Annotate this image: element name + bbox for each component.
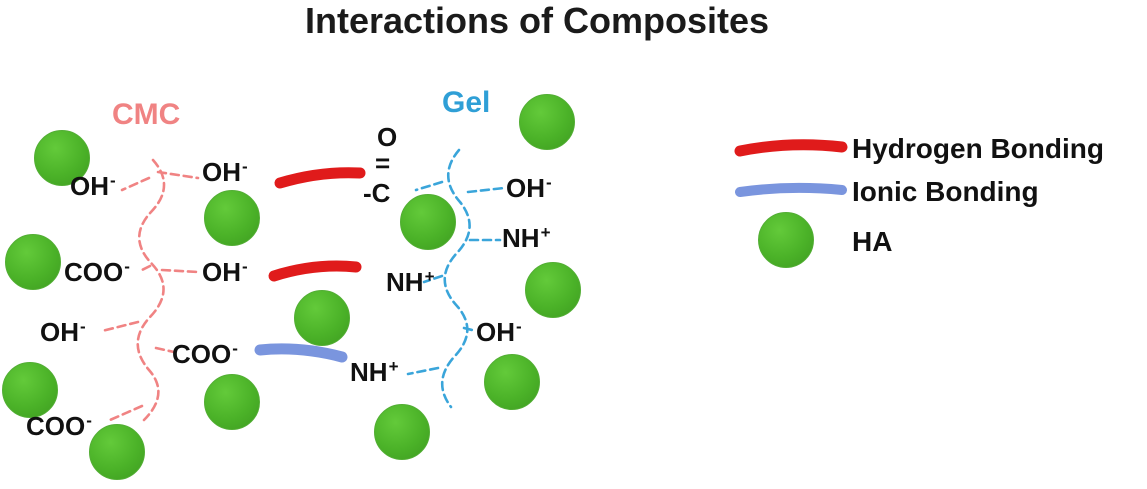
group-charge: - (80, 317, 86, 336)
cmc-group-hydroxyl: OH- (70, 172, 116, 199)
legend-ionic-bonding-label: Ionic Bonding (852, 176, 1039, 207)
group-text: OH (70, 171, 109, 201)
group-charge: - (124, 257, 130, 276)
cmc-branch-tick (138, 264, 152, 273)
hydrogen-bond-bar (268, 260, 362, 282)
cmc-branch-tick (156, 170, 200, 180)
gel-branch-tick (466, 186, 506, 194)
group-text: OH (202, 257, 241, 287)
cmc-branch-tick (100, 320, 140, 333)
group-charge: + (424, 267, 435, 286)
cmc-branch-tick (108, 404, 144, 422)
legend-ha-label: HA (852, 226, 893, 257)
ha-particle (2, 362, 58, 418)
gel-carbonyl-carbon: -C (363, 178, 391, 208)
legend-ha-swatch (758, 212, 814, 268)
ionic-bond-bar (254, 343, 348, 363)
cmc-group-hydroxyl: OH- (40, 318, 86, 345)
group-text: NH (502, 223, 540, 253)
group-charge: + (540, 223, 551, 242)
group-text: OH (476, 317, 515, 347)
group-charge: - (110, 171, 116, 190)
gel-group-hydroxyl: OH- (506, 174, 552, 201)
ha-particle (204, 374, 260, 430)
gel-carbonyl-oxygen: O (377, 122, 398, 152)
ha-particle (34, 130, 90, 186)
group-charge: + (388, 357, 399, 376)
ha-particle (204, 190, 260, 246)
group-charge: - (546, 173, 552, 192)
hydrogen-bond-bar (274, 167, 366, 189)
cmc-chain-backbone (136, 158, 166, 422)
cmc-branch-tick (160, 268, 200, 274)
gel-branch-tick (462, 326, 478, 333)
group-text: COO (64, 257, 124, 287)
ha-particle (89, 424, 145, 480)
group-text: COO (172, 339, 232, 369)
cmc-group-carboxyl: COO- (64, 258, 130, 285)
gel-group-amine: NH+ (386, 268, 435, 295)
diagram-title: Interactions of Composites (304, 0, 770, 41)
group-text: NH (350, 357, 388, 387)
cmc-group-hydroxyl: OH- (202, 258, 248, 285)
gel-branch-tick (422, 274, 444, 284)
group-charge: - (242, 157, 248, 176)
group-text: NH (386, 267, 424, 297)
gel-carbonyl-double-bond: = (375, 148, 391, 178)
group-charge: - (86, 411, 92, 430)
gel-chain-backbone (440, 148, 471, 409)
group-charge: - (242, 257, 248, 276)
cmc-group-carboxyl: COO- (26, 412, 92, 439)
ha-particle (519, 94, 575, 150)
ha-particle (374, 404, 430, 460)
ha-particle (5, 234, 61, 290)
cmc-chain (100, 158, 200, 422)
gel-branch-tick (406, 366, 440, 376)
cmc-branch-tick (154, 346, 176, 354)
gel-group-amine: NH+ (350, 358, 399, 385)
group-text: OH (506, 173, 545, 203)
group-text: OH (202, 157, 241, 187)
ha-particle (400, 194, 456, 250)
gel-chain (406, 148, 506, 409)
group-text: COO (26, 411, 86, 441)
cmc-group-carboxyl: COO- (172, 340, 238, 367)
group-charge: - (232, 339, 238, 358)
gel-group-hydroxyl: OH- (476, 318, 522, 345)
ha-particle (484, 354, 540, 410)
cmc-group-hydroxyl: OH- (202, 158, 248, 185)
group-text: OH (40, 317, 79, 347)
cmc-branch-tick (120, 176, 151, 192)
legend-hydrogen-bond-swatch (734, 139, 848, 157)
gel-group-amine: NH+ (502, 224, 551, 251)
legend-ionic-bond-swatch (735, 182, 847, 197)
gel-label: Gel (442, 86, 491, 119)
legend-hydrogen-bonding-label: Hydrogen Bonding (852, 133, 1104, 164)
cmc-label: CMC (112, 98, 181, 131)
ha-particle (525, 262, 581, 318)
group-charge: - (516, 317, 522, 336)
gel-branch-tick (414, 180, 444, 192)
ha-particle (294, 290, 350, 346)
